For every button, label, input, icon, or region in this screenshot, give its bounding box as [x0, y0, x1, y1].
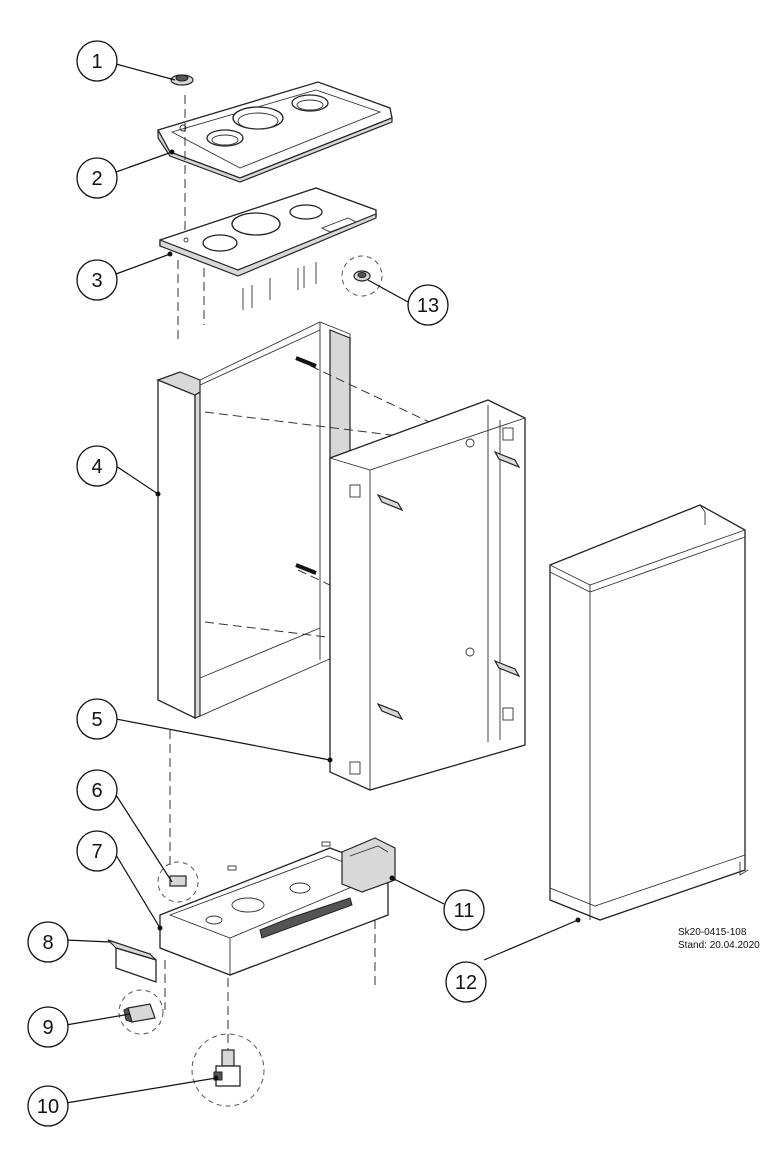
part-3-top-plate: [159, 187, 377, 277]
callout-4: 4: [76, 445, 118, 487]
callout-13-label: 13: [417, 295, 439, 317]
callout-3-label: 3: [91, 270, 102, 292]
callout-5-label: 5: [91, 709, 102, 731]
callout-9-label: 9: [42, 1017, 53, 1039]
callout-2: 2: [76, 157, 118, 199]
threaded-studs: [295, 356, 317, 575]
part-7-bottom-tray: [159, 841, 389, 976]
detail-6: [157, 861, 199, 903]
callout-13: 13: [407, 284, 449, 326]
callout-2-label: 2: [91, 168, 102, 190]
part-5-side-panel: [329, 399, 526, 791]
detail-10: [191, 1033, 265, 1107]
callout-10-label: 10: [37, 1096, 59, 1118]
callout-8-label: 8: [42, 932, 53, 954]
callout-11-label: 11: [454, 900, 475, 922]
detail-13: [341, 255, 383, 297]
part-12-front-cover: [549, 504, 749, 921]
drawing-number: Sk20-0415-108: [678, 927, 747, 938]
leader-lines: [65, 63, 579, 1104]
part-2-top-cover: [157, 81, 393, 183]
part-8-clip: [107, 939, 157, 983]
drawing-date: Stand: 20.04.2020: [678, 940, 760, 951]
part-4-back-frame: [156, 321, 351, 720]
spacer-bolts: [376, 450, 521, 721]
detail-9: [118, 989, 164, 1035]
callout-10: 10: [27, 1085, 69, 1127]
callout-11: 11: [443, 889, 485, 931]
callout-3: 3: [76, 259, 118, 301]
callout-9: 9: [27, 1006, 69, 1048]
plate-screws: [242, 262, 317, 310]
drawing-stamp: Sk20-0415-108 Stand: 20.04.2020: [678, 926, 760, 952]
callout-8: 8: [27, 921, 69, 963]
callout-7: 7: [76, 830, 118, 872]
callout-1: 1: [76, 40, 118, 82]
callout-5: 5: [76, 698, 118, 740]
leader-dots: [155, 149, 581, 1081]
callout-6-label: 6: [91, 780, 102, 802]
part-11-bracket: [341, 837, 396, 893]
callout-4-label: 4: [91, 456, 102, 478]
callout-7-label: 7: [91, 841, 102, 863]
part-1-grommet: [170, 74, 194, 86]
callout-12-label: 12: [455, 972, 477, 994]
callout-12: 12: [445, 961, 487, 1003]
callout-6: 6: [76, 769, 118, 811]
callout-1-label: 1: [91, 51, 102, 73]
